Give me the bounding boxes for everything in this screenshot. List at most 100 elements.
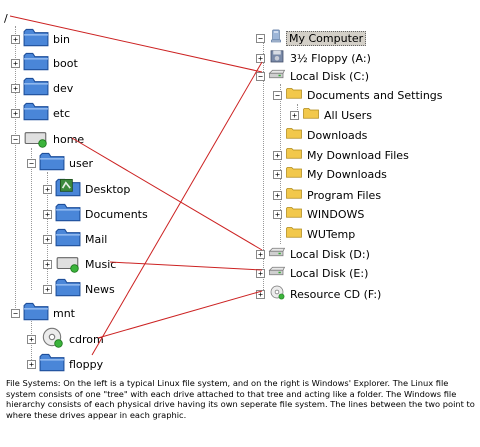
windows-tree-item-label: 3½ Floppy (A:) — [290, 51, 371, 65]
collapse-toggle-icon[interactable]: − — [11, 308, 20, 318]
windows-tree-item[interactable]: + My Downloads — [273, 164, 389, 184]
expand-toggle-icon[interactable]: + — [256, 249, 265, 259]
folder-icon — [285, 125, 303, 145]
collapse-toggle-icon[interactable]: − — [256, 33, 265, 43]
folder-icon — [23, 300, 49, 326]
folder-icon — [23, 26, 49, 52]
tree-line — [263, 42, 264, 294]
linux-tree-item[interactable]: + Mail — [43, 226, 109, 252]
linux-tree-item-label: Music — [85, 257, 117, 271]
windows-tree-item-label: Local Disk (C:) — [290, 69, 370, 83]
expand-toggle-icon[interactable]: + — [273, 150, 282, 160]
linux-tree-item[interactable]: + bin — [11, 26, 72, 52]
linux-tree-item-label: etc — [53, 106, 71, 120]
windows-tree-item[interactable]: + Resource CD (F:) — [256, 284, 383, 304]
tree-line — [280, 84, 281, 244]
folder-icon — [285, 224, 303, 244]
linux-tree-item-label: bin — [53, 32, 71, 46]
cdrom-icon — [39, 326, 65, 352]
floppy-drive-icon — [268, 48, 286, 68]
expand-toggle-icon[interactable]: + — [43, 284, 52, 294]
collapse-toggle-icon[interactable]: − — [273, 90, 282, 100]
cdrom-icon — [268, 284, 286, 304]
windows-tree-item-label: Resource CD (F:) — [290, 287, 382, 301]
expand-toggle-icon[interactable]: + — [256, 53, 265, 63]
windows-tree-root[interactable]: − My Computer — [256, 28, 367, 48]
linux-tree-item-label: user — [69, 156, 93, 170]
folder-icon — [302, 105, 320, 125]
folder-icon — [23, 100, 49, 126]
expand-toggle-icon[interactable]: + — [27, 359, 36, 369]
windows-tree-root-label: My Computer — [286, 30, 367, 46]
expand-toggle-icon[interactable]: + — [273, 169, 282, 179]
tree-line — [31, 148, 32, 290]
folder-icon — [39, 150, 65, 176]
linux-tree-item[interactable]: + floppy — [27, 351, 105, 377]
folder-icon — [55, 201, 81, 227]
windows-tree-item[interactable]: +Local Disk (D:) — [256, 244, 372, 264]
expand-toggle-icon[interactable]: + — [256, 268, 265, 278]
folder-icon — [23, 75, 49, 101]
linux-tree-item-label: mnt — [53, 306, 75, 320]
expand-toggle-icon[interactable]: + — [256, 289, 265, 299]
linux-tree-item-label: News — [85, 282, 115, 296]
windows-tree-item[interactable]: WUTemp — [273, 224, 357, 244]
expand-toggle-icon[interactable]: + — [273, 190, 282, 200]
linux-tree-item-label: Documents — [85, 207, 148, 221]
windows-tree-item-label: My Download Files — [307, 148, 409, 162]
folder-icon — [285, 204, 303, 224]
tree-line — [297, 104, 298, 116]
linux-tree-item-label: floppy — [69, 357, 104, 371]
expand-toggle-icon[interactable]: + — [290, 110, 299, 120]
expand-toggle-icon[interactable]: + — [43, 234, 52, 244]
linux-tree-item[interactable]: + cdrom — [27, 326, 106, 352]
linux-tree-item-label: dev — [53, 81, 74, 95]
linux-tree-item[interactable]: + News — [43, 276, 117, 302]
expand-toggle-icon[interactable]: + — [27, 334, 36, 344]
folder-icon — [285, 85, 303, 105]
folder-icon — [285, 185, 303, 205]
windows-tree-item-label: All Users — [324, 108, 372, 122]
expand-toggle-icon[interactable]: + — [43, 209, 52, 219]
windows-tree-item-label: My Downloads — [307, 167, 387, 181]
linux-tree-item[interactable]: − user — [27, 150, 95, 176]
linux-tree-item[interactable]: +boot — [11, 50, 80, 76]
linux-tree-item[interactable]: +Desktop — [43, 176, 132, 202]
windows-tree-item[interactable]: +Local Disk (E:) — [256, 263, 370, 283]
linux-tree-item[interactable]: + etc — [11, 100, 72, 126]
windows-tree-panel: −My Computer+3½ Floppy (A:)−Local Disk (… — [252, 0, 480, 378]
windows-tree-item[interactable]: +Program Files — [273, 185, 383, 205]
tree-line — [15, 26, 16, 318]
linux-tree-item-label: Mail — [85, 232, 108, 246]
windows-tree-item[interactable]: −Documents and Settings — [273, 85, 445, 105]
windows-tree-item[interactable]: +WINDOWS — [273, 204, 366, 224]
windows-tree-item-label: Downloads — [307, 128, 368, 142]
expand-toggle-icon[interactable]: + — [273, 209, 282, 219]
windows-tree-item[interactable]: + My Download Files — [273, 145, 411, 165]
folder-icon — [55, 226, 81, 252]
expand-toggle-icon[interactable]: + — [11, 108, 20, 118]
windows-tree-item-label: WUTemp — [307, 227, 356, 241]
linux-tree-item-label: cdrom — [69, 332, 104, 346]
linux-tree-item[interactable]: + Music — [43, 251, 118, 277]
linux-tree-item[interactable]: + Documents — [43, 201, 150, 227]
expand-toggle-icon[interactable]: + — [43, 259, 52, 269]
collapse-toggle-icon[interactable]: − — [27, 158, 36, 168]
linux-tree-item[interactable]: −home — [11, 126, 86, 152]
windows-tree-item[interactable]: − Local Disk (C:) — [256, 66, 371, 86]
collapse-toggle-icon[interactable]: − — [256, 71, 265, 81]
folder-icon — [39, 351, 65, 377]
windows-tree-item[interactable]: Downloads — [273, 125, 369, 145]
expand-toggle-icon[interactable]: + — [43, 184, 52, 194]
windows-tree-item[interactable]: + All Users — [290, 105, 374, 125]
folder-icon — [285, 145, 303, 165]
expand-toggle-icon[interactable]: + — [11, 83, 20, 93]
windows-tree-item[interactable]: +3½ Floppy (A:) — [256, 48, 373, 68]
expand-toggle-icon[interactable]: + — [11, 58, 20, 68]
expand-toggle-icon[interactable]: + — [11, 34, 20, 44]
caption: File Systems: On the left is a typical L… — [6, 378, 475, 420]
hard-drive-icon — [23, 126, 49, 152]
collapse-toggle-icon[interactable]: − — [11, 134, 20, 144]
linux-tree-item[interactable]: − mnt — [11, 300, 77, 326]
linux-tree-item[interactable]: + dev — [11, 75, 75, 101]
